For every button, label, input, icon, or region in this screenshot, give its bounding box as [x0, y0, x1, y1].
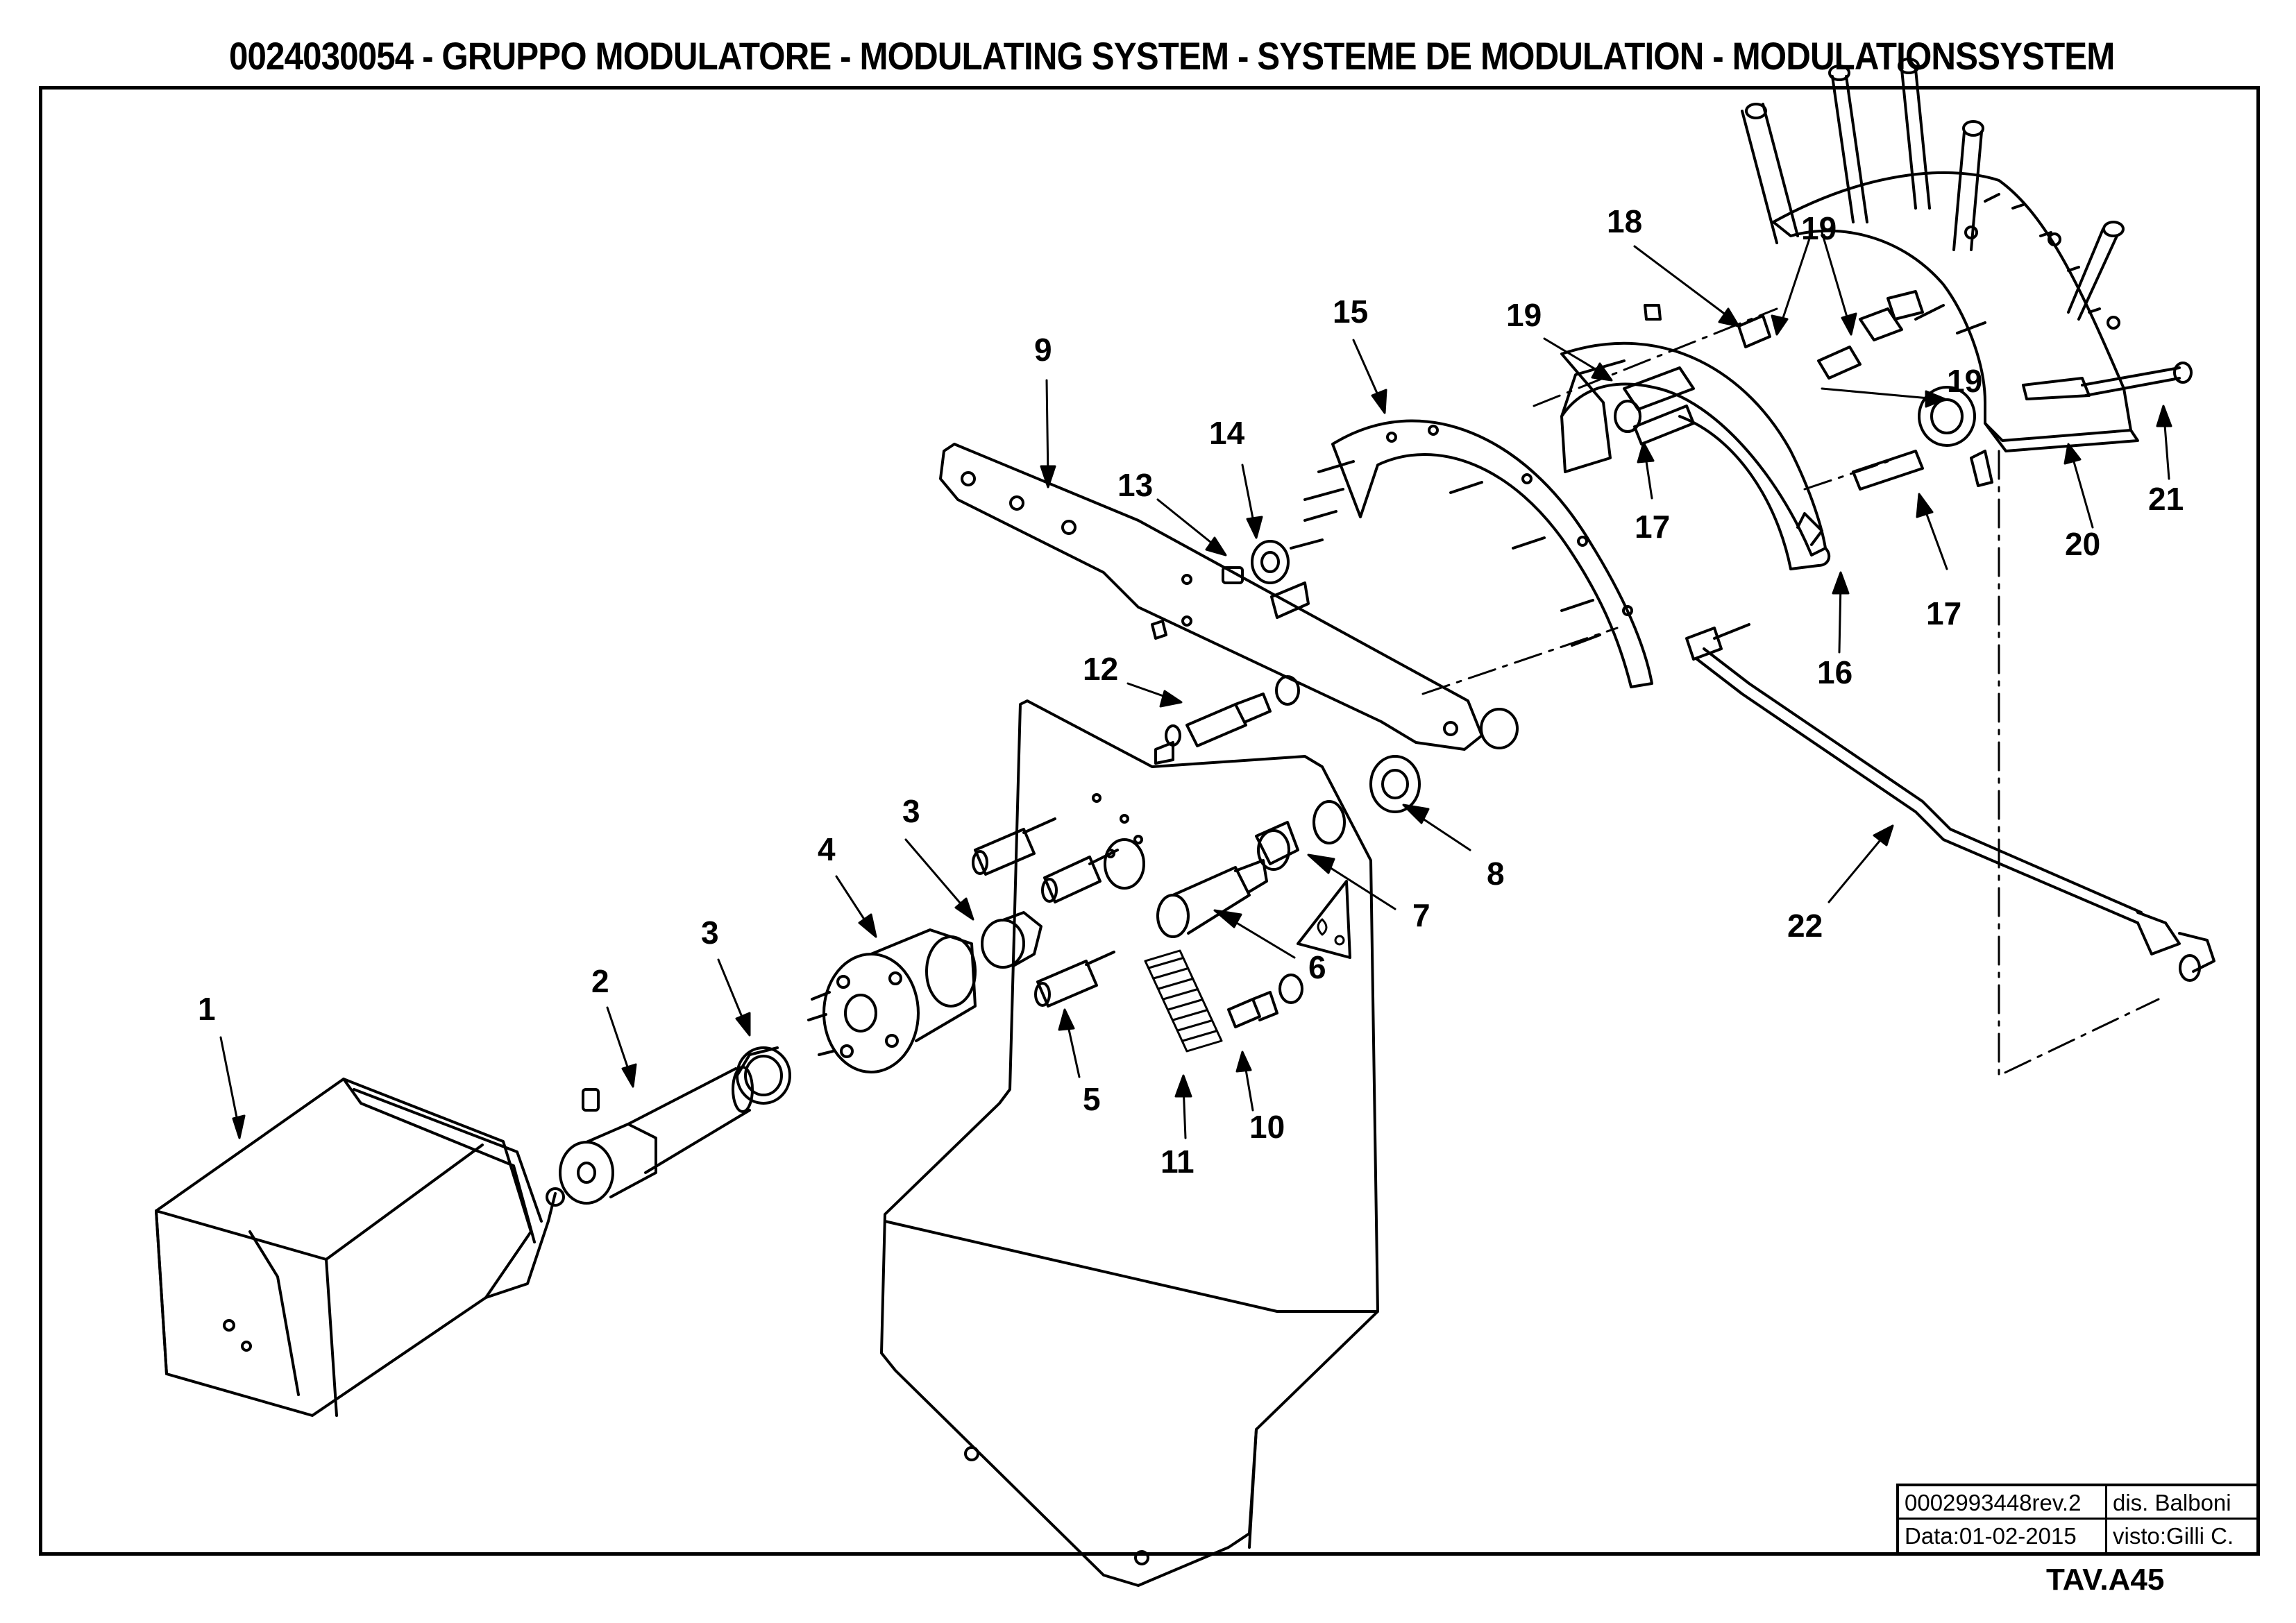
callout-3-left: 3	[701, 915, 719, 951]
callout-2: 2	[591, 963, 609, 999]
callout-12: 12	[1083, 651, 1118, 687]
center-lines	[1421, 307, 2160, 1077]
callout-15: 15	[1333, 294, 1368, 330]
callout-10: 10	[1249, 1109, 1285, 1145]
checked-by: visto:Gilli C.	[2113, 1523, 2234, 1549]
leader-lines	[219, 231, 2172, 1139]
bushing-left	[736, 1046, 791, 1105]
bushing-right	[981, 911, 1043, 969]
adjustment-sector	[1741, 58, 2193, 487]
callout-11: 11	[1160, 1144, 1195, 1180]
spacers	[972, 817, 1145, 1008]
table-reference: TAV.A45	[2046, 1563, 2165, 1597]
callout-17-right: 17	[1926, 595, 1961, 631]
callout-4: 4	[818, 831, 836, 867]
drawing-frame	[39, 86, 2260, 1556]
drawing-date: Data:01-02-2015	[1899, 1520, 2107, 1553]
coupling-flange	[807, 928, 977, 1073]
callout-21: 21	[2148, 481, 2184, 517]
callout-19-top: 19	[1801, 210, 1837, 246]
callout-5: 5	[1083, 1081, 1101, 1117]
callout-8: 8	[1487, 856, 1505, 892]
adjust-screw	[1227, 974, 1303, 1028]
drawn-by: dis. Balboni	[2107, 1486, 2260, 1520]
callout-18: 18	[1607, 203, 1642, 239]
callout-20: 20	[2065, 526, 2100, 562]
adjust-bolt	[1154, 675, 1300, 765]
spring	[1144, 949, 1223, 1053]
pivot-pin	[1156, 800, 1346, 938]
callout-9: 9	[1034, 332, 1052, 368]
mounting-plate	[880, 699, 1379, 1587]
callout-19-center: 19	[1506, 297, 1542, 333]
callout-14: 14	[1209, 415, 1245, 451]
bearing	[1222, 540, 1310, 619]
callout-17-left: 17	[1635, 509, 1670, 545]
callout-16: 16	[1817, 654, 1852, 690]
callout-19-right: 19	[1947, 363, 1982, 399]
cam-segment	[1290, 419, 1653, 688]
linkage-rod	[1685, 623, 2215, 982]
page-title: 0024030054 - GRUPPO MODULATORE - MODULAT…	[229, 34, 2115, 78]
shaft	[559, 1066, 754, 1205]
callout-numbers: 1 2 3 4 3 5 6 7 8 9 10 11 12 13 14 15 16…	[198, 203, 2184, 1180]
callout-13: 13	[1117, 467, 1153, 503]
callout-7: 7	[1412, 897, 1430, 933]
callout-6: 6	[1308, 949, 1326, 985]
servomotor	[155, 1078, 565, 1417]
title-block: 0002993448rev.2 dis. Balboni Data:01-02-…	[1896, 1484, 2260, 1556]
drawing-code: 0002993448rev.2	[1899, 1486, 2107, 1520]
cam-housing	[1560, 341, 1831, 570]
roller-pins	[1633, 304, 1924, 491]
callout-3-right: 3	[902, 793, 920, 829]
lever-arm	[939, 443, 1519, 813]
callout-1: 1	[198, 991, 216, 1027]
callout-22: 22	[1787, 908, 1823, 944]
